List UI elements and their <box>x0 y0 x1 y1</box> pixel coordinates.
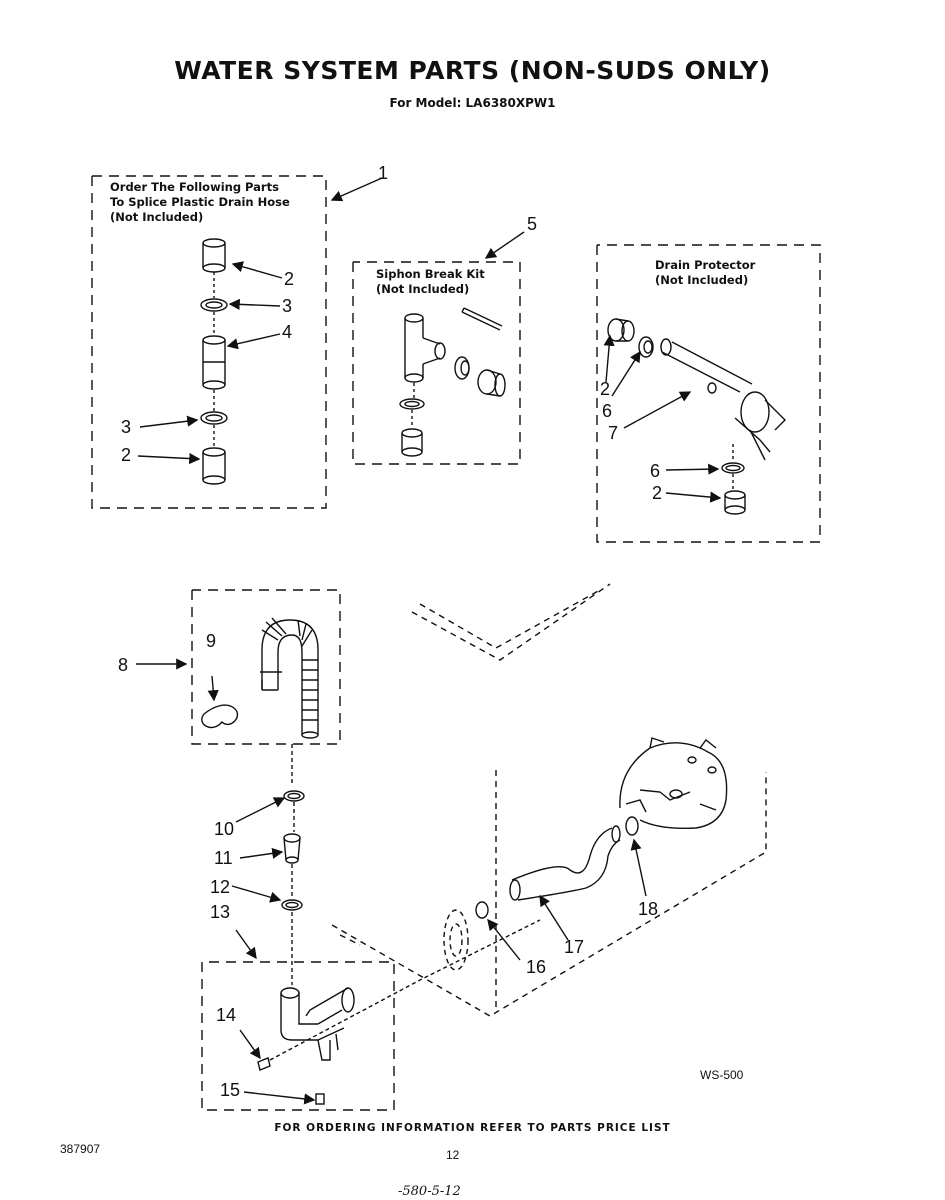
callout-8: 8 <box>118 655 129 675</box>
splice-fitting-bottom <box>202 447 226 485</box>
handwritten-note: -580-5-12 <box>398 1184 461 1199</box>
siphon-tee <box>404 313 446 383</box>
hose-clamp-10 <box>283 790 305 802</box>
callout-17: 17 <box>564 937 585 957</box>
callout-3b: 3 <box>121 417 132 437</box>
callout-15: 15 <box>220 1080 241 1100</box>
pump-assembly <box>619 737 728 830</box>
callout-2d: 2 <box>652 483 663 503</box>
hose-clamp-12 <box>281 899 303 911</box>
callout-6b: 6 <box>650 461 661 481</box>
pump-gasket-16 <box>443 901 489 971</box>
standpipe-screw-14 <box>257 1057 271 1071</box>
hose-coupling-11 <box>283 833 301 864</box>
siphon-clamp-bottom <box>399 398 425 410</box>
callout-2b: 2 <box>121 445 132 465</box>
protector-body <box>660 338 786 461</box>
callout-2a: 2 <box>284 269 295 289</box>
callout-3a: 3 <box>282 296 293 316</box>
model-subtitle: For Model: LA6380XPW1 <box>389 96 556 110</box>
callout-9: 9 <box>206 631 217 651</box>
drain-protector-box-border <box>596 244 821 543</box>
protector-fitting-bottom <box>724 490 746 515</box>
page-number: 12 <box>446 1148 460 1162</box>
callout-7: 7 <box>608 423 619 443</box>
callout-11: 11 <box>214 848 233 868</box>
drain-standpipe <box>280 987 355 1061</box>
siphon-cap-side <box>477 369 506 397</box>
callout-14: 14 <box>216 1005 237 1025</box>
page-title: WATER SYSTEM PARTS (NON-SUDS ONLY) <box>174 56 771 85</box>
protector-clamp-bottom <box>721 462 745 474</box>
callout-1: 1 <box>378 163 389 183</box>
splice-box-border <box>91 175 327 509</box>
splice-box-label: Order The Following Parts To Splice Plas… <box>110 180 290 224</box>
ordering-note: FOR ORDERING INFORMATION REFER TO PARTS … <box>274 1122 671 1134</box>
splice-coupling <box>202 335 226 390</box>
standpipe-clip-15 <box>315 1093 325 1105</box>
siphon-box-label: Siphon Break Kit (Not Included) <box>376 267 485 296</box>
protector-clamp <box>638 336 654 358</box>
splice-fitting-top <box>202 238 226 273</box>
callout-6a: 6 <box>602 401 613 421</box>
protector-fitting <box>607 318 635 342</box>
drain-protector-box-label: Drain Protector (Not Included) <box>655 258 756 287</box>
callout-2c: 2 <box>600 379 611 399</box>
siphon-clamp-side <box>454 356 470 380</box>
drain-hose <box>260 617 319 739</box>
callout-16: 16 <box>526 957 547 977</box>
siphon-rod <box>461 307 503 331</box>
callout-5: 5 <box>527 214 538 234</box>
hose-clip <box>201 704 239 729</box>
standpipe-box-border <box>201 961 395 1111</box>
callout-4: 4 <box>282 322 293 342</box>
figure-code: WS-500 <box>700 1068 744 1082</box>
splice-clamp-bottom <box>200 411 228 425</box>
callout-13: 13 <box>210 902 231 922</box>
drain-hose-box-border <box>191 589 341 745</box>
pump-clamp-18 <box>625 816 639 836</box>
doc-number: 387907 <box>60 1142 101 1156</box>
pump-hose-17 <box>509 825 621 901</box>
siphon-fitting-bottom <box>401 428 423 457</box>
callout-18: 18 <box>638 899 659 919</box>
callout-12: 12 <box>210 877 231 897</box>
callout-10: 10 <box>214 819 235 839</box>
washer-base-outline <box>331 583 767 1017</box>
splice-clamp-top <box>200 298 228 312</box>
